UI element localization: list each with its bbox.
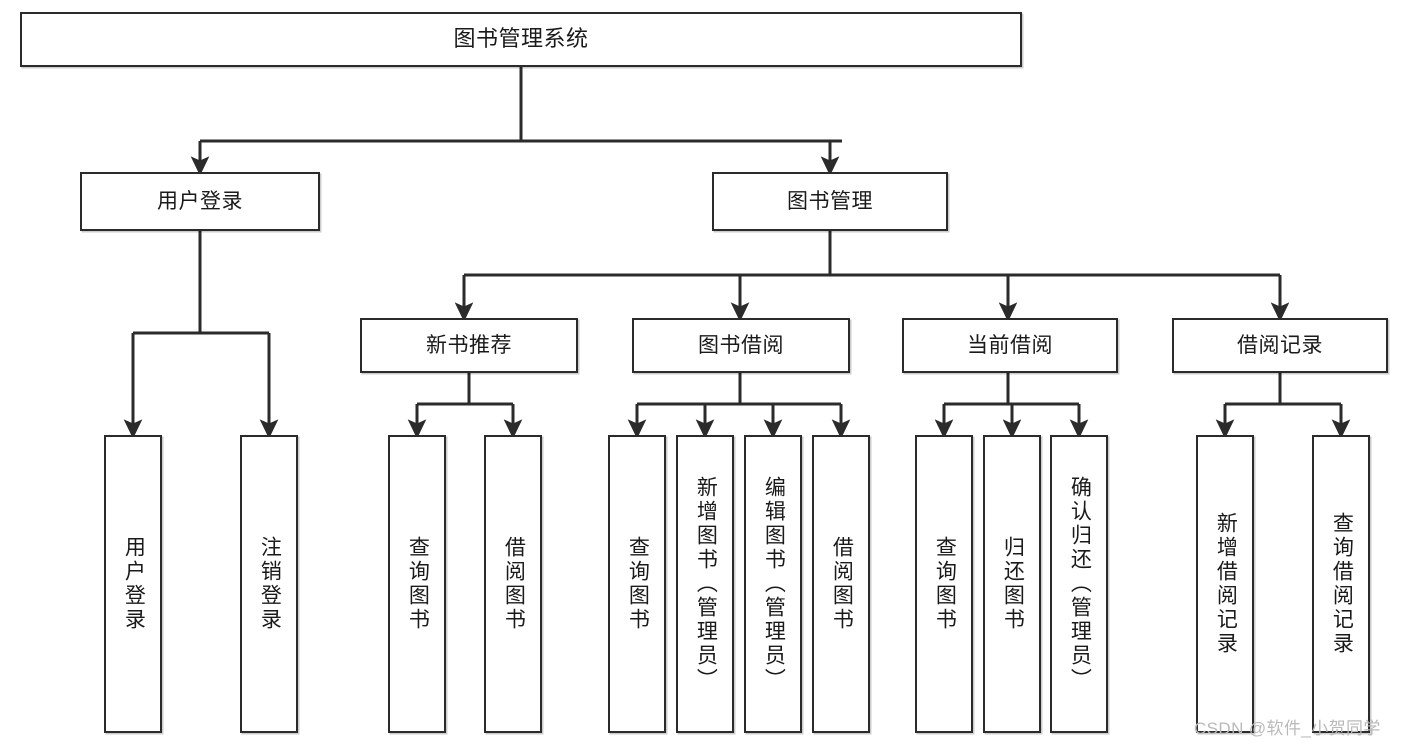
node-root[interactable]: 图书管理系统: [20, 12, 1022, 67]
node-root-label: 图书管理系统: [453, 26, 589, 52]
node-leaf-query-book-3-label: 查询图书: [933, 536, 957, 632]
node-leaf-borrow-book-2-label: 借阅图书: [830, 536, 854, 632]
node-book-manage[interactable]: 图书管理: [712, 172, 948, 231]
node-leaf-confirm-return-label: 确认归还（管理员）: [1068, 476, 1092, 692]
csdn-watermark: CSDN @软件_小贺同学: [1194, 719, 1381, 738]
node-leaf-query-book-2-label: 查询图书: [626, 536, 650, 632]
node-book-borrow[interactable]: 图书借阅: [632, 318, 850, 373]
node-leaf-edit-book[interactable]: 编辑图书（管理员）: [744, 435, 802, 733]
node-user-login-label: 用户登录: [157, 189, 243, 213]
node-leaf-query-record[interactable]: 查询借阅记录: [1312, 435, 1370, 733]
node-leaf-add-record[interactable]: 新增借阅记录: [1196, 435, 1254, 733]
node-user-login[interactable]: 用户登录: [80, 172, 320, 231]
node-leaf-add-record-label: 新增借阅记录: [1214, 512, 1238, 656]
node-leaf-user-login[interactable]: 用户登录: [104, 435, 162, 733]
node-leaf-query-book-3[interactable]: 查询图书: [915, 435, 973, 733]
node-leaf-add-book-label: 新增图书（管理员）: [694, 476, 718, 692]
node-book-manage-label: 图书管理: [787, 189, 873, 213]
node-leaf-logout-label: 注销登录: [258, 536, 282, 632]
node-borrow-record[interactable]: 借阅记录: [1172, 318, 1388, 373]
node-leaf-return-book-label: 归还图书: [1001, 536, 1025, 632]
node-book-borrow-label: 图书借阅: [698, 333, 784, 357]
node-leaf-logout[interactable]: 注销登录: [240, 435, 298, 733]
node-new-book-recommend[interactable]: 新书推荐: [360, 318, 578, 373]
node-leaf-edit-book-label: 编辑图书（管理员）: [762, 476, 786, 692]
node-leaf-query-record-label: 查询借阅记录: [1330, 512, 1354, 656]
node-leaf-borrow-book-1[interactable]: 借阅图书: [484, 435, 542, 733]
node-leaf-query-book-1-label: 查询图书: [406, 536, 430, 632]
node-new-book-recommend-label: 新书推荐: [426, 333, 512, 357]
node-current-borrow-label: 当前借阅: [967, 333, 1053, 357]
node-leaf-confirm-return[interactable]: 确认归还（管理员）: [1050, 435, 1108, 733]
node-current-borrow[interactable]: 当前借阅: [902, 318, 1118, 373]
node-leaf-borrow-book-2[interactable]: 借阅图书: [812, 435, 870, 733]
node-leaf-add-book[interactable]: 新增图书（管理员）: [676, 435, 734, 733]
node-leaf-query-book-1[interactable]: 查询图书: [388, 435, 446, 733]
node-borrow-record-label: 借阅记录: [1237, 333, 1323, 357]
node-leaf-user-login-label: 用户登录: [122, 536, 146, 632]
node-leaf-borrow-book-1-label: 借阅图书: [502, 536, 526, 632]
node-leaf-query-book-2[interactable]: 查询图书: [608, 435, 666, 733]
node-leaf-return-book[interactable]: 归还图书: [983, 435, 1041, 733]
